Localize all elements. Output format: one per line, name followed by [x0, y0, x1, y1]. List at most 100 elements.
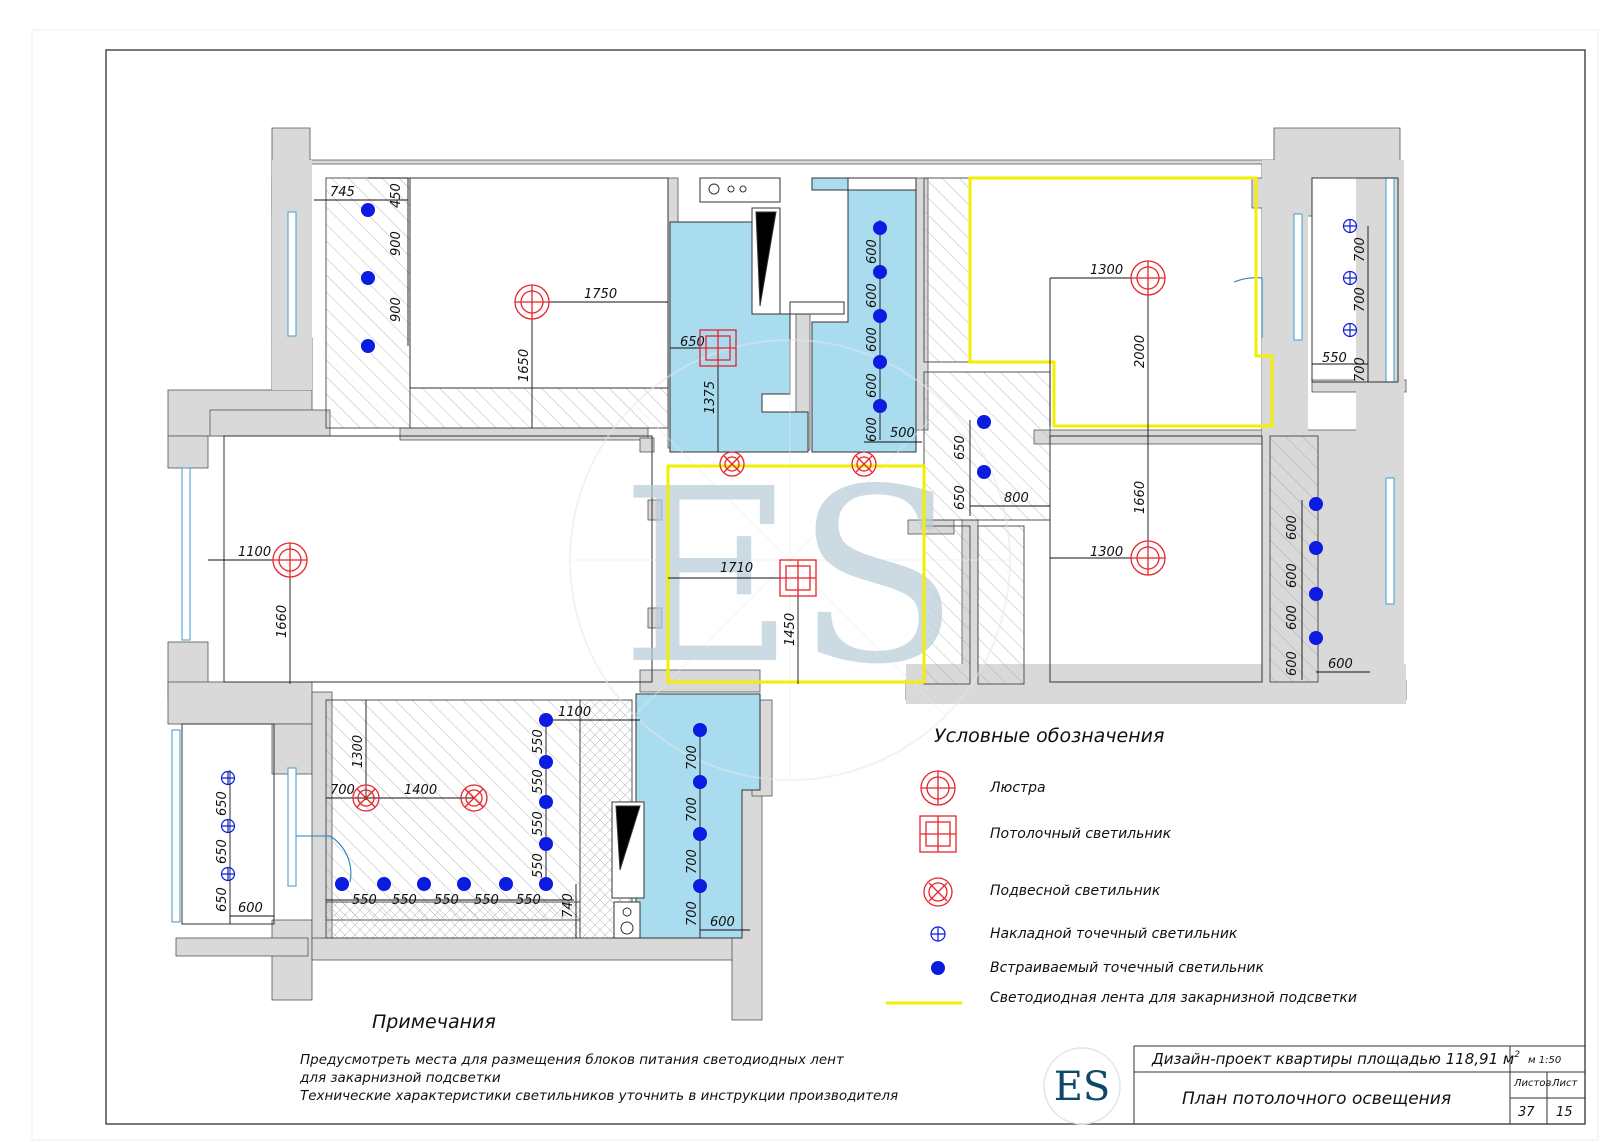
dim-label: 1300: [351, 735, 366, 768]
dim-label: 600: [865, 327, 880, 352]
legend-symbol-recessed-spot: [931, 961, 945, 975]
dim-label: 1100: [238, 545, 271, 560]
dim-label: 700: [330, 783, 355, 798]
dim-label: 1400: [404, 783, 437, 798]
note-line: Предусмотреть места для размещения блоко…: [300, 1052, 845, 1068]
page-border: [31, 29, 1599, 1141]
legend-label: Накладной точечный светильник: [990, 926, 1238, 942]
legend-symbol-chandelier: [920, 770, 956, 806]
dim-label: 550: [531, 811, 546, 836]
room-outlines: [181, 177, 1399, 925]
dim-label: 1660: [1133, 481, 1148, 514]
dim-label: 1100: [558, 705, 591, 720]
drawing-frame: [105, 49, 1586, 1125]
legend-label: Встраиваемый точечный светильник: [990, 960, 1265, 976]
dim-label: 700: [1353, 357, 1368, 382]
dim-label: 650: [215, 791, 230, 816]
dim-label: 600: [1285, 515, 1300, 540]
dim-label: 800: [1004, 491, 1029, 506]
dim-label: 700: [685, 901, 700, 926]
dim-label: 1660: [275, 605, 290, 638]
dim-label: 1300: [1090, 545, 1123, 560]
dim-label: 550: [531, 769, 546, 794]
dim-label: 550: [474, 893, 499, 908]
dim-label: 600: [865, 239, 880, 264]
hatched-zones: [325, 177, 1319, 939]
legend-title: Условные обозначения: [934, 725, 1164, 747]
dim-label: 650: [680, 335, 705, 350]
dim-label: 900: [389, 297, 404, 322]
surface-spots: [220, 218, 1358, 882]
sheets-total: 37: [1518, 1105, 1535, 1120]
dim-label: 600: [238, 901, 263, 916]
dimension-labels: 745 450 900 900 1750 1650 650 1375 600 6…: [215, 183, 1368, 930]
ceiling-lamps: [699, 329, 817, 597]
dim-label: 900: [389, 231, 404, 256]
dim-label: 1450: [783, 613, 798, 646]
dim-label: 600: [1285, 651, 1300, 676]
dim-label: 1300: [1090, 263, 1123, 278]
dim-label: 550: [516, 893, 541, 908]
dim-label: 550: [531, 853, 546, 878]
dim-label: 550: [531, 729, 546, 754]
dim-label: 600: [865, 417, 880, 442]
logo-ring: [1043, 1047, 1121, 1125]
dim-label: 700: [1353, 237, 1368, 262]
dim-label: 1375: [703, 381, 718, 414]
pendant-lamps: [352, 451, 877, 812]
dim-label: 550: [392, 893, 417, 908]
sheet-label: Листов: [1513, 1078, 1551, 1089]
dim-label: 450: [389, 183, 404, 208]
legend-symbol-surface-spot: [930, 926, 946, 942]
dim-label: 1650: [517, 349, 532, 382]
title-block: [1133, 1045, 1585, 1124]
dim-label: 1710: [720, 561, 753, 576]
dim-label: 745: [330, 185, 355, 200]
dim-label: 700: [685, 849, 700, 874]
legend-label: Потолочный светильник: [990, 826, 1172, 842]
dim-label: 600: [865, 373, 880, 398]
legend-symbol-pendant: [923, 877, 953, 907]
sheet-number: 15: [1556, 1105, 1573, 1120]
led-strips: [666, 176, 1274, 684]
dim-label: 550: [434, 893, 459, 908]
dim-label: 700: [685, 797, 700, 822]
legend-symbol-ceiling-lamp: [919, 815, 957, 853]
dim-label: 650: [953, 485, 968, 510]
dim-label: 700: [685, 745, 700, 770]
sheet-title: План потолочного освещения: [1182, 1089, 1451, 1109]
legend-label: Люстра: [989, 780, 1046, 796]
dim-label: 700: [1353, 287, 1368, 312]
dim-label: 550: [1322, 351, 1347, 366]
note-line: для закарнизной подсветки: [299, 1070, 501, 1086]
project-title: Дизайн-проект квартиры площадью 118,91 м…: [1151, 1050, 1520, 1068]
dim-label: 600: [710, 915, 735, 930]
notes-title: Примечания: [372, 1011, 496, 1033]
dim-label: 600: [1285, 563, 1300, 588]
dim-label: 650: [215, 887, 230, 912]
dim-label: 600: [865, 283, 880, 308]
recessed-spots: [335, 203, 1323, 893]
dim-label: 650: [215, 839, 230, 864]
dim-label: 650: [953, 435, 968, 460]
door-swings: [296, 277, 1263, 883]
chandeliers: [272, 260, 1166, 578]
dim-label: 600: [1328, 657, 1353, 672]
logo: ES: [1054, 1064, 1111, 1110]
legend-label: Светодиодная лента для закарнизной подсв…: [990, 990, 1357, 1006]
dim-label: 1750: [584, 287, 617, 302]
bathrooms: [635, 177, 917, 939]
dim-label: 2000: [1133, 335, 1148, 368]
windows: [171, 177, 1395, 923]
legend-label: Подвесной светильник: [990, 883, 1161, 899]
dim-label: 600: [1285, 605, 1300, 630]
dim-label: 500: [890, 426, 915, 441]
dim-label: 550: [352, 893, 377, 908]
scale: м 1:50: [1528, 1055, 1561, 1066]
watermark-logo: ES: [620, 437, 960, 717]
sheets-label: Лист: [1551, 1078, 1579, 1089]
bathroom-fixtures: [611, 177, 917, 939]
note-line: Технические характеристики светильников …: [300, 1088, 898, 1104]
dim-label: 740: [561, 893, 576, 918]
